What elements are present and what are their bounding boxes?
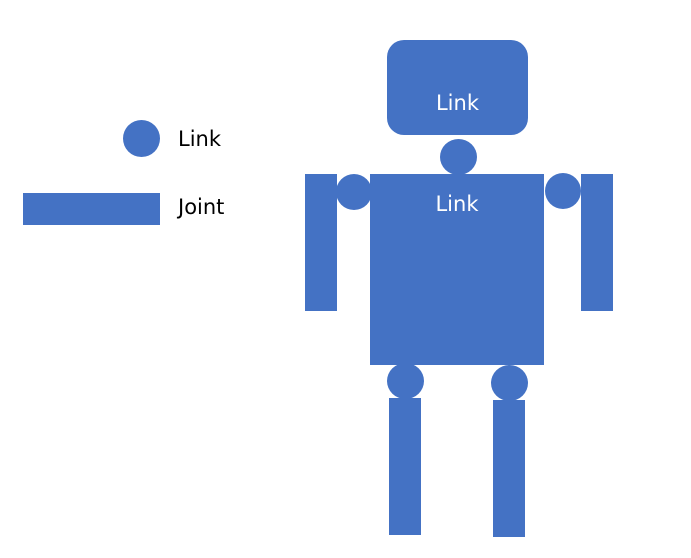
robot-right-arm xyxy=(581,174,613,311)
robot-head xyxy=(387,40,528,135)
robot-right-leg xyxy=(493,400,525,537)
robot-neck-circle xyxy=(440,139,477,175)
robot-left-leg xyxy=(389,398,421,535)
robot-torso-label: Link xyxy=(435,192,479,216)
legend-circle-label: Link xyxy=(178,127,222,151)
legend-circle-swatch xyxy=(123,120,160,157)
robot-head-label: Link xyxy=(435,91,479,115)
robot-left-hip-circle xyxy=(387,363,424,399)
robot-right-shoulder-circle xyxy=(545,173,581,209)
robot-torso xyxy=(370,174,544,365)
legend-rect-swatch xyxy=(23,193,160,225)
robot-left-shoulder-circle xyxy=(336,174,372,210)
robot-left-arm xyxy=(305,174,337,311)
robot-right-hip-circle xyxy=(491,365,528,401)
legend-rect-label: Joint xyxy=(178,195,225,219)
